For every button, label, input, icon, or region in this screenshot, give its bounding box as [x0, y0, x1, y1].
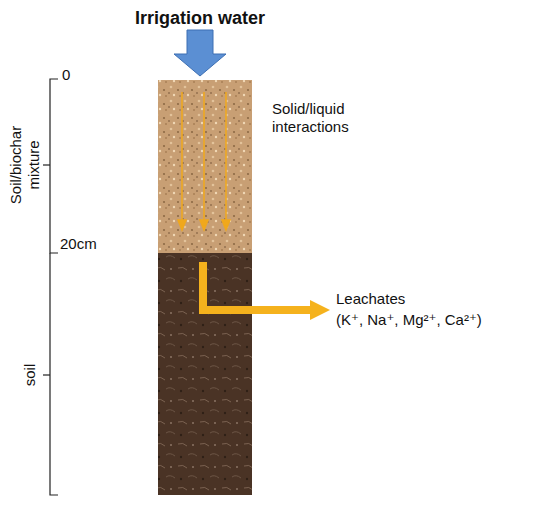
percolation-arrows: [178, 92, 230, 230]
ion-list-label: (K⁺, Na⁺, Mg²⁺, Ca²⁺): [336, 311, 482, 329]
depth-label: 0: [62, 66, 70, 84]
soil-biochar-layer: [158, 80, 252, 253]
depth-bracket: [43, 79, 58, 495]
water-arrow: [174, 30, 226, 76]
title-label: Irrigation water: [135, 8, 265, 30]
depth-label: 20cm: [60, 235, 97, 253]
layer-label: Soil/biochar mixture: [7, 115, 43, 215]
process-label: Solid/liquid interactions: [272, 100, 372, 136]
leachate-label: Leachates: [336, 290, 405, 308]
leachate-arrow: [203, 262, 312, 310]
leachate-arrowhead: [310, 300, 330, 320]
layer-label: soil: [21, 364, 39, 387]
